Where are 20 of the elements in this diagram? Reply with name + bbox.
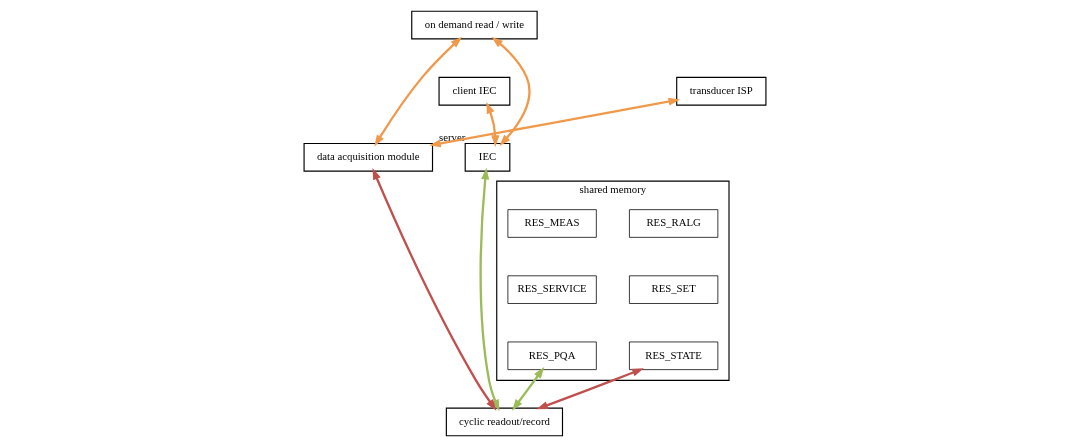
node-box: data acquisition module — [303, 142, 433, 172]
node-box: RES_SERVICE — [507, 275, 597, 304]
node-box: transducer ISP — [675, 76, 766, 106]
arrow — [535, 368, 644, 410]
node-box: IEC — [464, 142, 510, 172]
node-box: RES_RALG — [628, 209, 718, 238]
arrow — [371, 168, 496, 411]
arrow — [491, 36, 530, 146]
arrow — [485, 102, 499, 147]
arrow — [373, 36, 462, 147]
arrow — [428, 97, 680, 148]
arrow — [478, 167, 499, 412]
node-box: RES_STATE — [628, 341, 718, 370]
node-box: client IEC — [437, 76, 510, 106]
node-box: RES_PQA — [507, 341, 597, 370]
arrow — [511, 367, 544, 411]
node-box: RES_MEAS — [507, 209, 597, 238]
node-box: on demand read / write — [410, 10, 538, 40]
node-box: cyclic readout/record — [445, 407, 563, 437]
node-box: RES_SET — [628, 275, 718, 304]
